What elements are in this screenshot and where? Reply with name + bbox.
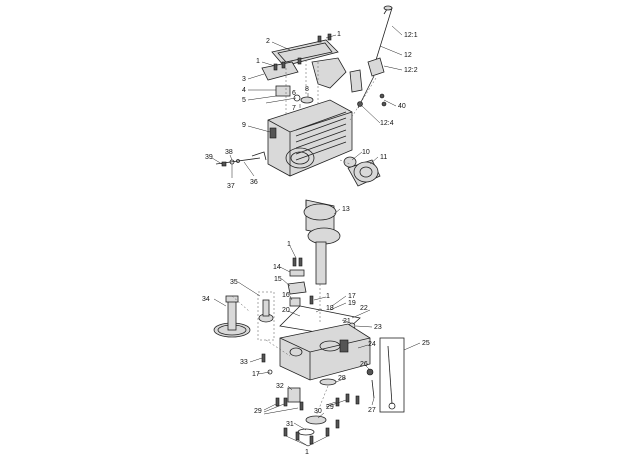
thrust-washer — [289, 269, 305, 277]
bolts-upper — [292, 257, 314, 305]
callout-label: 16 — [282, 292, 290, 299]
callout-label: 3 — [242, 76, 246, 83]
crankcase-bolts — [275, 393, 360, 445]
breather-tube — [311, 57, 347, 89]
oil-pickup — [287, 387, 301, 403]
callout-label: 12:4 — [380, 120, 394, 127]
oil-pump-plate — [319, 378, 337, 386]
dipstick-tube — [379, 337, 405, 413]
callout-label: 13 — [342, 206, 350, 213]
callout-label: 22 — [360, 305, 368, 312]
callout-label: 29 — [326, 404, 334, 411]
callout-label: 21 — [343, 318, 351, 325]
callout-label: 8 — [305, 86, 309, 93]
governor-gear — [257, 291, 275, 341]
callout-label: 26 — [360, 361, 368, 368]
callout-label: 24 — [368, 341, 376, 348]
callout-label: 29 — [254, 408, 262, 415]
callout-label: 38 — [225, 149, 233, 156]
lower-assembly — [213, 199, 405, 445]
oil-filter — [347, 159, 381, 187]
callout-label: 4 — [242, 87, 246, 94]
upper-assembly — [215, 5, 393, 187]
callout-label: 1 — [337, 31, 341, 38]
small-bracket — [289, 297, 301, 307]
callout-label: 27 — [368, 407, 376, 414]
callout-label: 10 — [362, 149, 370, 156]
pin — [267, 369, 273, 375]
callout-label: 32 — [276, 383, 284, 390]
callout-label: 6 — [292, 90, 296, 97]
callout-label: 11 — [380, 154, 387, 161]
crankshaft — [303, 199, 341, 285]
engine-block — [267, 99, 353, 177]
callout-label: 1 — [305, 449, 309, 456]
drain-tube — [371, 379, 375, 399]
callout-labels: 2 1 1 3 4 5 6 7 8 9 10 11 12:1 12 12:2 4… — [202, 31, 430, 456]
callout-label: 2 — [266, 38, 270, 45]
callout-label: 33 — [240, 359, 248, 366]
callout-label: 5 — [242, 97, 246, 104]
callout-label: 20 — [282, 307, 290, 314]
callout-label: 9 — [242, 122, 246, 129]
callout-label: 7 — [292, 105, 296, 112]
callout-label: 37 — [227, 183, 235, 190]
callout-label: 28 — [338, 375, 346, 382]
callout-label: 1 — [287, 241, 291, 248]
callout-label: 34 — [202, 296, 210, 303]
callout-label: 31 — [286, 421, 294, 428]
callout-label: 40 — [398, 103, 406, 110]
callout-label: 15 — [274, 276, 282, 283]
governor-linkage — [215, 151, 267, 167]
cover-plate — [261, 61, 299, 81]
callout-label: 23 — [374, 324, 382, 331]
callout-label: 12:1 — [404, 32, 418, 39]
callout-label: 17 — [348, 293, 356, 300]
valve-spring-retainer — [275, 85, 291, 97]
callout-label: 12 — [404, 52, 412, 59]
callout-label: 30 — [314, 408, 322, 415]
callout-label: 1 — [256, 58, 260, 65]
drain-plug — [366, 368, 374, 376]
callout-label: 1 — [326, 293, 330, 300]
callout-label: 14 — [273, 264, 281, 271]
callout-label: 25 — [422, 340, 430, 347]
callout-label: 39 — [205, 154, 213, 161]
bearing-plate — [287, 281, 307, 295]
oil-pump-gear — [305, 415, 327, 425]
dipstick — [349, 5, 393, 109]
callout-label: 19 — [348, 300, 356, 307]
callout-label: 36 — [250, 179, 258, 186]
dowel-pin — [261, 353, 266, 363]
callout-label: 12:2 — [404, 67, 418, 74]
leader-lines — [211, 25, 421, 447]
callout-label: 18 — [326, 305, 334, 312]
oil-seal — [300, 96, 314, 104]
crankcase — [279, 323, 371, 381]
valve-part — [293, 94, 301, 102]
callout-label: 35 — [230, 279, 238, 286]
camshaft — [213, 295, 251, 338]
cover-gasket — [271, 39, 339, 67]
callout-label: 17 — [252, 371, 260, 378]
